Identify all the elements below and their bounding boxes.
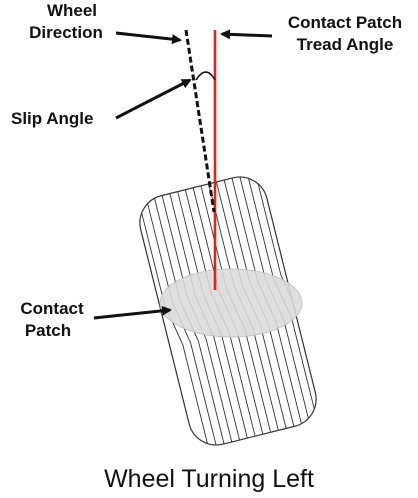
tread-angle-arrow <box>220 29 273 40</box>
diagram-caption: Wheel Turning Left <box>104 465 314 493</box>
contact-patch-label-line1: Contact <box>20 299 84 318</box>
slip-angle-arc <box>195 71 216 81</box>
tread-line <box>137 199 210 450</box>
wheel-direction-line <box>184 29 216 213</box>
wheel-direction-arrow <box>115 31 182 45</box>
contact-patch-ellipse <box>159 268 303 338</box>
tread-angle-label-line2: Tread Angle <box>297 35 394 54</box>
slip-angle-arrow <box>115 78 192 120</box>
wheel-direction-label-line1: Wheel <box>47 1 97 20</box>
contact-patch-label-line2: Patch <box>25 321 71 340</box>
contact-patch-arrow <box>93 305 172 320</box>
tread-angle-label-line1: Contact Patch <box>288 13 402 32</box>
slip-angle-label: Slip Angle <box>11 109 94 128</box>
wheel-direction-label-line2: Direction <box>29 23 103 42</box>
